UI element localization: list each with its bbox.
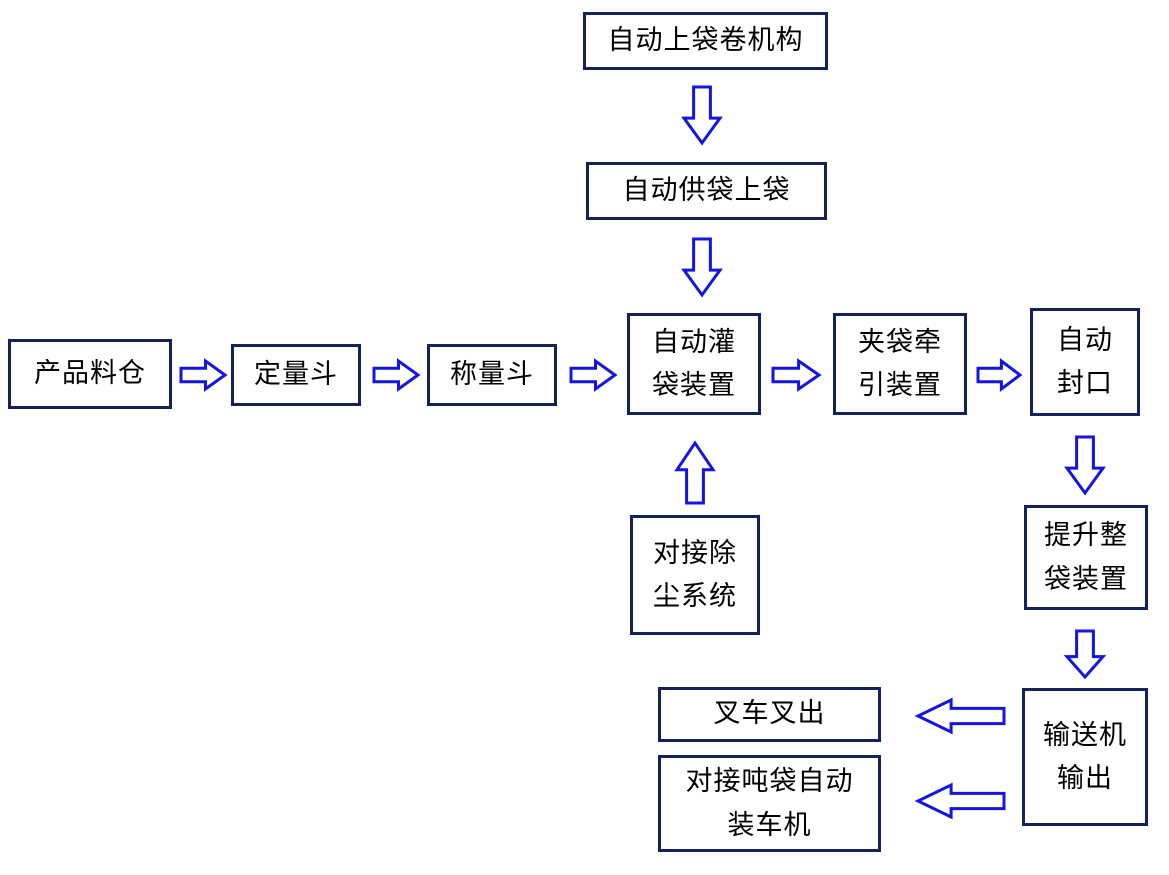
node-auto_bag_roll[interactable]: 自动上袋卷机构 bbox=[583, 12, 828, 70]
arrow-conveyor-to-tonbag-icon bbox=[914, 782, 1007, 820]
node-label: 输送机 输出 bbox=[1043, 719, 1127, 794]
node-weighing_hopper[interactable]: 称量斗 bbox=[427, 344, 557, 406]
arrow-filling-to-clamp-icon bbox=[770, 358, 822, 392]
node-label: 定量斗 bbox=[254, 358, 338, 390]
node-label: 对接吨袋自动 装车机 bbox=[685, 766, 854, 841]
arrow-lift-to-conveyor-icon bbox=[1063, 628, 1107, 680]
node-label: 自动灌 袋装置 bbox=[652, 326, 736, 401]
node-bag_clamp_pull[interactable]: 夹袋牵 引装置 bbox=[833, 313, 967, 415]
node-label: 产品料仓 bbox=[34, 357, 146, 389]
arrow-conveyor-to-forklift-icon bbox=[914, 697, 1007, 735]
node-label: 自动供袋上袋 bbox=[622, 174, 791, 206]
node-label: 称量斗 bbox=[450, 358, 534, 390]
arrow-sealing-to-lift-icon bbox=[1064, 434, 1106, 496]
arrow-dust-to-filling-icon bbox=[674, 440, 716, 506]
node-auto_feed_bag[interactable]: 自动供袋上袋 bbox=[586, 162, 827, 220]
node-conveyor_output[interactable]: 输送机 输出 bbox=[1022, 688, 1148, 826]
node-dust_system[interactable]: 对接除 尘系统 bbox=[630, 515, 760, 635]
node-label: 叉车叉出 bbox=[713, 698, 826, 730]
node-dosing_hopper[interactable]: 定量斗 bbox=[231, 344, 361, 406]
node-label: 夹袋牵 引装置 bbox=[858, 326, 942, 401]
node-forklift_out[interactable]: 叉车叉出 bbox=[658, 687, 881, 742]
node-auto_sealing[interactable]: 自动 封口 bbox=[1030, 308, 1140, 416]
node-ton_bag_loader[interactable]: 对接吨袋自动 装车机 bbox=[658, 755, 881, 852]
arrow-bagroll-to-feedbag-icon bbox=[681, 84, 723, 146]
node-label: 对接除 尘系统 bbox=[653, 537, 737, 612]
node-lift_flatten_bag[interactable]: 提升整 袋装置 bbox=[1024, 505, 1148, 610]
arrow-clamp-to-sealing-icon bbox=[975, 357, 1023, 393]
arrow-dosing-to-weighing-icon bbox=[371, 358, 421, 392]
node-label: 自动 封口 bbox=[1057, 324, 1113, 399]
arrow-silo-to-dosing-icon bbox=[178, 358, 228, 392]
arrow-weighing-to-filling-icon bbox=[568, 358, 618, 392]
node-product_silo[interactable]: 产品料仓 bbox=[8, 339, 172, 409]
node-label: 提升整 袋装置 bbox=[1044, 520, 1128, 595]
node-auto_filling[interactable]: 自动灌 袋装置 bbox=[627, 313, 761, 415]
arrow-feedbag-to-filling-icon bbox=[681, 236, 723, 298]
node-label: 自动上袋卷机构 bbox=[607, 24, 804, 56]
